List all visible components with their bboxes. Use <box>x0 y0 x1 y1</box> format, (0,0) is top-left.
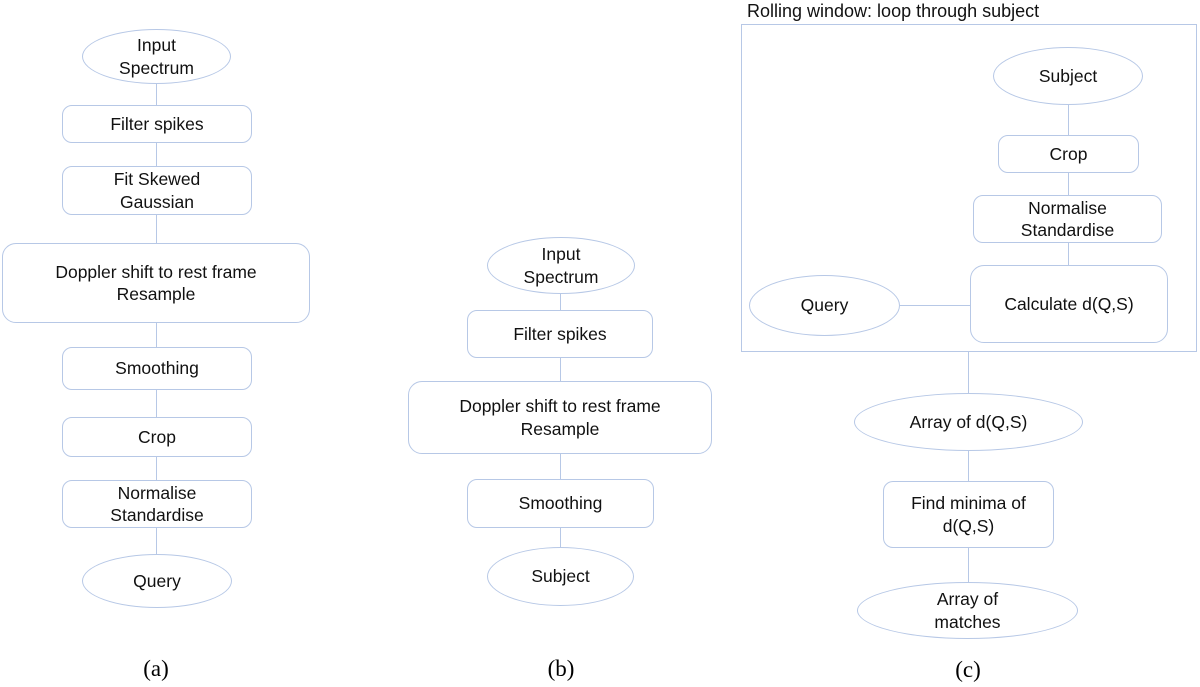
connector-a-5 <box>156 390 157 417</box>
node-b-input-spectrum: Input Spectrum <box>487 237 635 294</box>
connector-b-4 <box>560 528 561 547</box>
node-b-doppler-resample: Doppler shift to rest frame Resample <box>408 381 712 454</box>
connector-a-7 <box>156 528 157 554</box>
connector-a-4 <box>156 323 157 347</box>
node-c-subject: Subject <box>993 47 1143 105</box>
connector-a-3 <box>156 215 157 243</box>
node-a-fit-skewed-gaussian: Fit Skewed Gaussian <box>62 166 252 215</box>
caption-a: (a) <box>143 656 169 681</box>
node-c-normalise-standardise: Normalise Standardise <box>973 195 1162 243</box>
node-a-smoothing: Smoothing <box>62 347 252 390</box>
node-a-crop: Crop <box>62 417 252 457</box>
node-a-query: Query <box>82 554 232 608</box>
connector-c-4 <box>968 352 969 393</box>
connector-a-1 <box>156 84 157 105</box>
caption-b: (b) <box>547 656 575 681</box>
node-c-calculate-dqs: Calculate d(Q,S) <box>970 265 1168 343</box>
node-c-array-of-matches: Array of matches <box>857 582 1078 639</box>
connector-a-2 <box>156 143 157 166</box>
node-a-input-spectrum: Input Spectrum <box>82 29 231 84</box>
connector-c-1 <box>1068 105 1069 135</box>
connector-c-query-calculate <box>900 305 970 306</box>
node-a-filter-spikes: Filter spikes <box>62 105 252 143</box>
node-b-smoothing: Smoothing <box>467 479 654 528</box>
connector-b-3 <box>560 454 561 479</box>
node-c-array-of-dqs: Array of d(Q,S) <box>854 393 1083 451</box>
node-c-query: Query <box>749 275 900 336</box>
node-c-crop: Crop <box>998 135 1139 173</box>
connector-c-3 <box>1068 243 1069 265</box>
node-a-doppler-resample: Doppler shift to rest frame Resample <box>2 243 310 323</box>
rolling-window-title: Rolling window: loop through subject <box>747 1 1040 21</box>
caption-c: (c) <box>955 657 981 682</box>
node-a-normalise-standardise: Normalise Standardise <box>62 480 252 528</box>
connector-a-6 <box>156 457 157 480</box>
connector-c-2 <box>1068 173 1069 195</box>
rolling-window-group-box <box>741 24 1197 352</box>
connector-b-2 <box>560 358 561 381</box>
connector-b-1 <box>560 294 561 310</box>
node-b-filter-spikes: Filter spikes <box>467 310 653 358</box>
connector-c-6 <box>968 548 969 582</box>
connector-c-5 <box>968 451 969 481</box>
node-c-find-minima: Find minima of d(Q,S) <box>883 481 1054 548</box>
node-b-subject: Subject <box>487 547 634 606</box>
